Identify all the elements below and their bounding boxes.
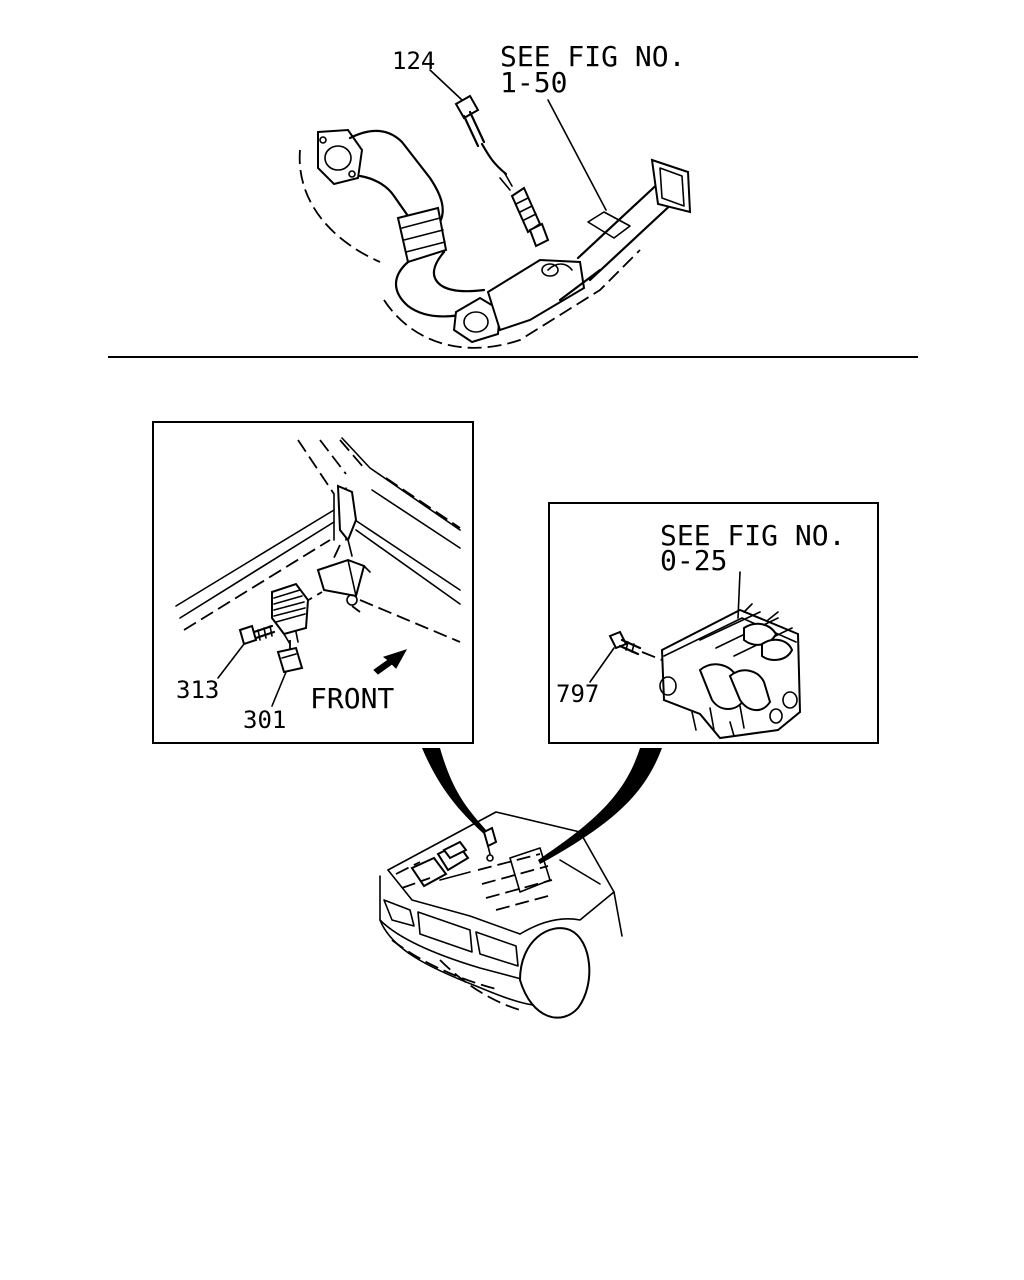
leader-fig-0-25 (737, 571, 741, 619)
part-number-124: 124 (392, 47, 435, 75)
part-number-301: 301 (243, 706, 286, 734)
leader-124 (429, 69, 463, 101)
right-inset-frame: SEE FIG NO. 0-25 797 (548, 502, 879, 744)
left-inset-frame: 313 301 FRONT (152, 421, 474, 744)
ref-number-top: 1-50 (500, 66, 567, 99)
vehicle-front-view (379, 811, 623, 1019)
oxygen-sensor (454, 94, 550, 248)
leader-313 (217, 643, 245, 679)
leader-fig-1-50 (547, 99, 607, 211)
ref-label-right: SEE FIG NO. (660, 519, 845, 552)
ref-number-right: 0-25 (660, 544, 727, 577)
leader-797 (589, 647, 615, 683)
part-number-313: 313 (176, 676, 219, 704)
direction-label-front: FRONT (310, 682, 394, 715)
front-arrow-icon (373, 649, 408, 675)
part-number-797: 797 (556, 680, 599, 708)
exhaust-pipe-assembly (298, 128, 692, 349)
ref-label-top: SEE FIG NO. (500, 40, 685, 73)
callout-pointer-left (422, 748, 488, 836)
callout-pointer-right (538, 748, 662, 864)
leader-301 (271, 671, 287, 707)
